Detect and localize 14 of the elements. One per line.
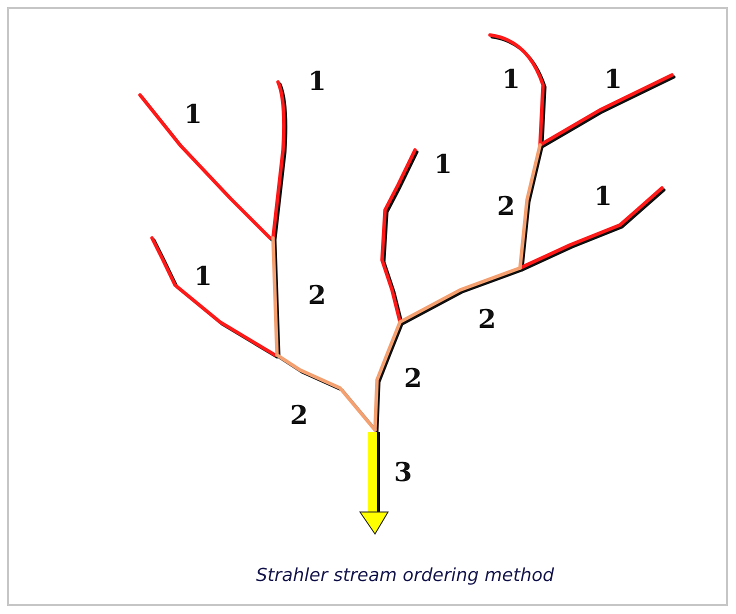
stream-order-number: 1 xyxy=(194,264,212,290)
stream-order-number: 2 xyxy=(404,366,422,392)
stream-order-number: 1 xyxy=(594,184,612,210)
stream-order-number: 2 xyxy=(290,403,308,429)
stream-order-number: 2 xyxy=(478,307,496,333)
stream-order-number: 2 xyxy=(308,283,326,309)
stream-order-number: 1 xyxy=(434,152,452,178)
stream-order-number: 3 xyxy=(394,460,412,486)
stream-order-number: 2 xyxy=(497,194,516,220)
stream-order-number: 1 xyxy=(502,67,520,93)
stream-order-number: 1 xyxy=(308,69,326,95)
stream-order-number: 1 xyxy=(604,67,622,93)
caption: Strahler stream ordering method xyxy=(254,564,556,588)
stream-order-number: 1 xyxy=(184,102,202,128)
